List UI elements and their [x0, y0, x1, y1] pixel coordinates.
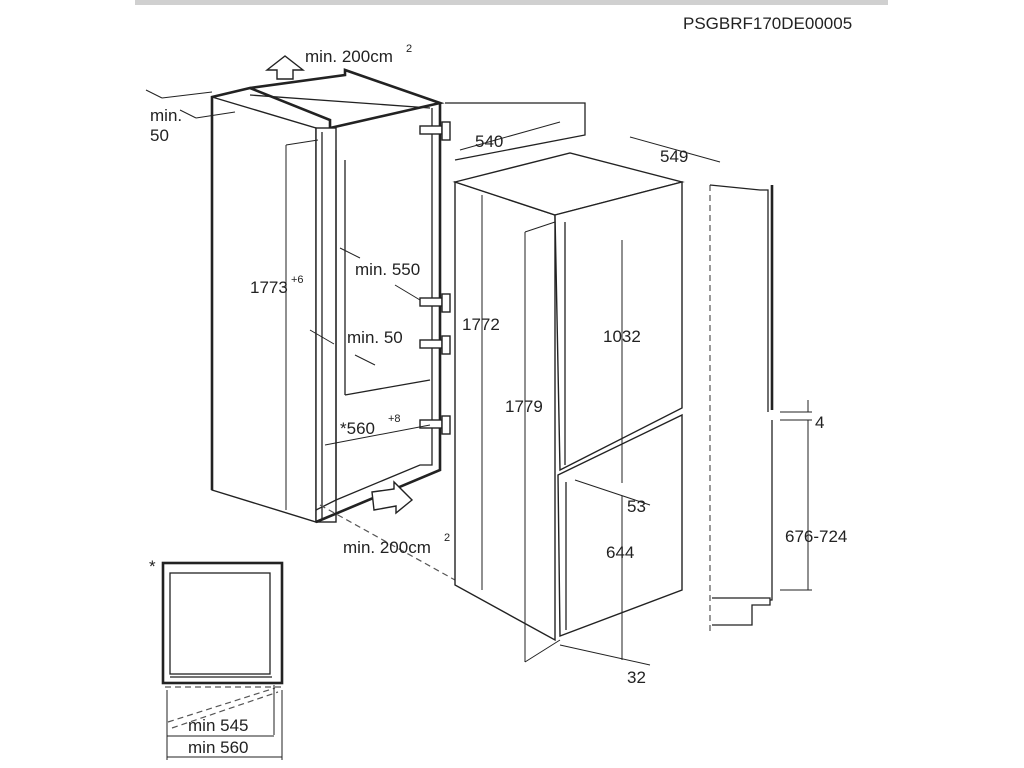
appliance-depth: 549: [660, 147, 688, 166]
hinge-icon: [419, 415, 451, 435]
niche-cabinet: [210, 68, 586, 581]
drawing-code: PSGBRF170DE00005: [683, 14, 852, 33]
upper-door-height: 1032: [603, 327, 641, 346]
appliance-height-body: 1772: [462, 315, 500, 334]
niche-height-tol: +6: [291, 274, 304, 286]
rear-gap-label: min. 50: [347, 328, 403, 347]
door-gap: 53: [627, 497, 646, 516]
lower-door-height: 644: [606, 543, 634, 562]
vent-bottom-sup: 2: [444, 532, 450, 544]
vent-top-label: min. 200cm: [305, 47, 393, 66]
plan-view-marker: *: [149, 557, 156, 576]
side-gap-label: min.: [150, 106, 182, 125]
fridge: [452, 121, 721, 666]
depth-min-label: min. 550: [355, 260, 420, 279]
vent-bottom-label: min. 200cm: [343, 538, 431, 557]
side-gap: 4: [815, 413, 824, 432]
hinge-icon: [419, 293, 451, 313]
side-gap-value: 50: [150, 126, 169, 145]
plan-min-inner: min 545: [188, 716, 248, 735]
plan-view: [161, 561, 284, 760]
hinge-icon: [419, 335, 451, 355]
hinge-icon: [419, 121, 451, 141]
side-profile: [709, 184, 812, 635]
appliance-width: 540: [475, 132, 503, 151]
plan-min-outer: min 560: [188, 738, 248, 757]
vent-up-arrow-icon: [264, 55, 306, 80]
top-bar: [135, 0, 888, 5]
niche-height: 1773: [250, 278, 288, 297]
vent-in-arrow-icon: [371, 480, 414, 515]
appliance-height-total: 1779: [505, 397, 543, 416]
niche-width-tol: +8: [388, 413, 401, 425]
bottom-dimension: 32: [627, 668, 646, 687]
niche-width: *560: [340, 419, 375, 438]
door-range: 676-724: [785, 527, 847, 546]
vent-top-sup: 2: [406, 43, 412, 55]
